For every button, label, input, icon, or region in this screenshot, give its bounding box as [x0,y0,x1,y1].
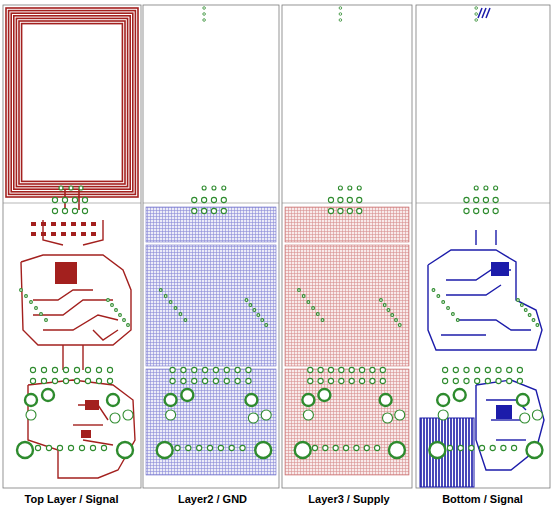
copper-plane [285,207,409,475]
copper-plane [146,207,276,475]
layer-frame [416,5,550,488]
board-edge [282,203,412,204]
layer-caption: Layer2 / GND [143,493,282,505]
top-traces [21,220,135,478]
bottom-traces [420,8,544,487]
via-holes [157,7,272,458]
layer-caption: Top Layer / Signal [0,493,143,505]
antenna-coil [6,8,138,210]
layer-frame [3,5,141,488]
board-edge [143,203,279,204]
via-holes [429,7,542,458]
board-edge [416,203,550,204]
layer-caption: Layer3 / Supply [282,493,416,505]
via-holes [17,186,133,458]
board-edge [3,203,141,204]
layer-frame [143,5,279,488]
via-holes [295,7,405,458]
layer-caption: Bottom / Signal [414,493,551,505]
layer-frame [282,5,412,488]
